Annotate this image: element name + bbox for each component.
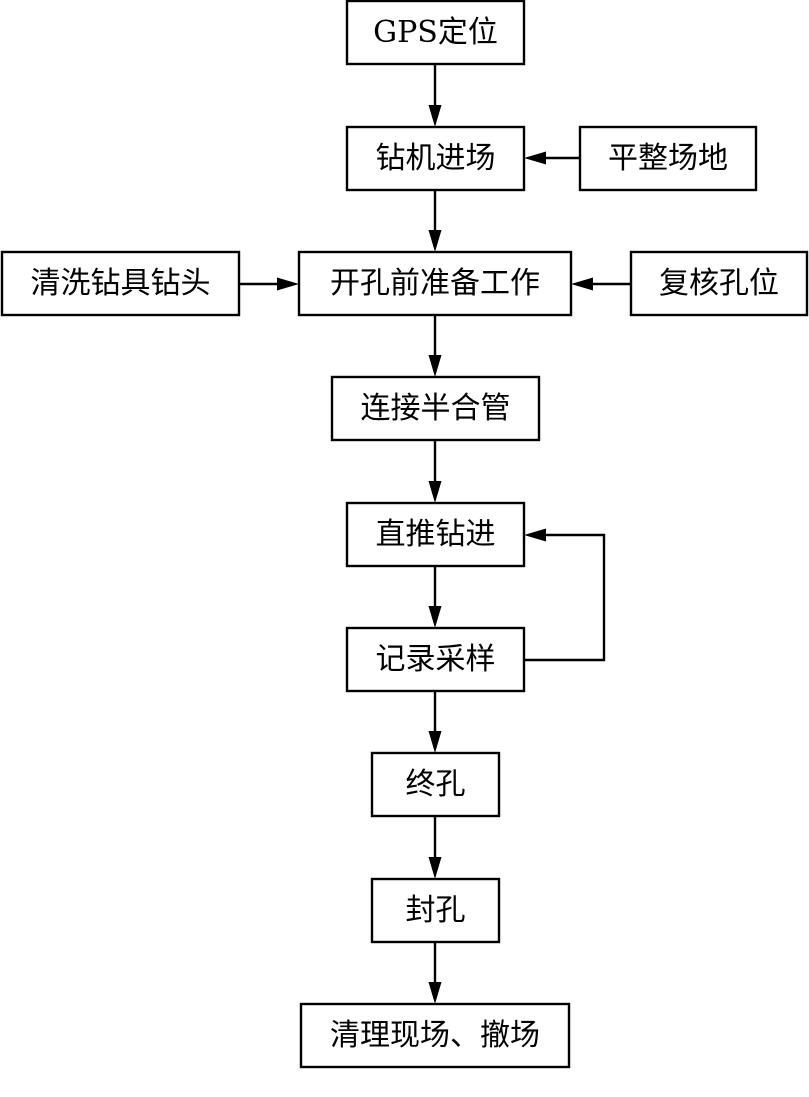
node-seal-hole: 封孔 [370, 877, 501, 944]
node-rig-entry: 钻机进场 [345, 125, 526, 192]
node-clean-site: 清理现场、撤场 [299, 1002, 571, 1069]
node-box [345, 501, 526, 568]
edge-record-sample-to-push-drill [524, 528, 606, 662]
arrowhead [428, 105, 442, 127]
arrowhead [428, 857, 442, 879]
edge-push-drill-to-record-sample [428, 566, 442, 628]
edge-record-sample-to-final-hole [428, 691, 442, 753]
node-box [0, 250, 241, 317]
node-box [345, 0, 526, 66]
node-label: 清理现场、撤场 [330, 1018, 540, 1053]
node-label: 平整场地 [608, 141, 728, 176]
arrowhead [428, 731, 442, 753]
node-box [370, 877, 501, 944]
edge-prep-to-connect-pipe [428, 315, 442, 377]
edges-layer [239, 64, 631, 1004]
edge-recheck-to-prep [571, 277, 631, 291]
arrowhead [428, 355, 442, 377]
node-box [297, 250, 573, 317]
node-final-hole: 终孔 [370, 751, 501, 818]
arrowhead [428, 481, 442, 503]
node-box [578, 125, 758, 192]
node-gps: GPS定位 [345, 0, 526, 66]
node-connect-pipe: 连接半合管 [330, 375, 541, 442]
node-record-sample: 记录采样 [345, 626, 526, 693]
node-label: 记录采样 [376, 642, 496, 677]
edge-seal-hole-to-clean-site [428, 942, 442, 1004]
node-label: 钻机进场 [376, 141, 496, 176]
edge-line [524, 533, 606, 662]
node-prep: 开孔前准备工作 [297, 250, 573, 317]
node-clean-tools: 清洗钻具钻头 [0, 250, 241, 317]
node-box [345, 125, 526, 192]
node-label: GPS定位 [373, 15, 498, 50]
edge-level-site-to-rig-entry [524, 151, 580, 165]
node-level-site: 平整场地 [578, 125, 758, 192]
node-box [629, 250, 809, 317]
edge-connect-pipe-to-push-drill [428, 440, 442, 503]
edge-final-hole-to-seal-hole [428, 816, 442, 879]
arrowhead [428, 606, 442, 628]
arrowhead [428, 982, 442, 1004]
node-label: 复核孔位 [659, 266, 779, 301]
node-box [370, 751, 501, 818]
node-recheck: 复核孔位 [629, 250, 809, 317]
node-label: 连接半合管 [361, 391, 511, 426]
edge-clean-tools-to-prep [239, 277, 299, 291]
node-label: 直推钻进 [376, 517, 496, 552]
edge-rig-entry-to-prep [428, 190, 442, 252]
node-label: 开孔前准备工作 [330, 266, 540, 301]
arrowhead [277, 277, 299, 291]
node-label: 封孔 [406, 893, 466, 928]
node-box [299, 1002, 571, 1069]
node-label: 终孔 [406, 767, 466, 802]
node-label: 清洗钻具钻头 [31, 266, 211, 301]
node-box [345, 626, 526, 693]
arrowhead [571, 277, 593, 291]
node-push-drill: 直推钻进 [345, 501, 526, 568]
arrowhead [524, 151, 546, 165]
edge-gps-to-rig-entry [428, 64, 442, 127]
node-box [330, 375, 541, 442]
arrowhead [524, 528, 546, 542]
arrowhead [428, 230, 442, 252]
